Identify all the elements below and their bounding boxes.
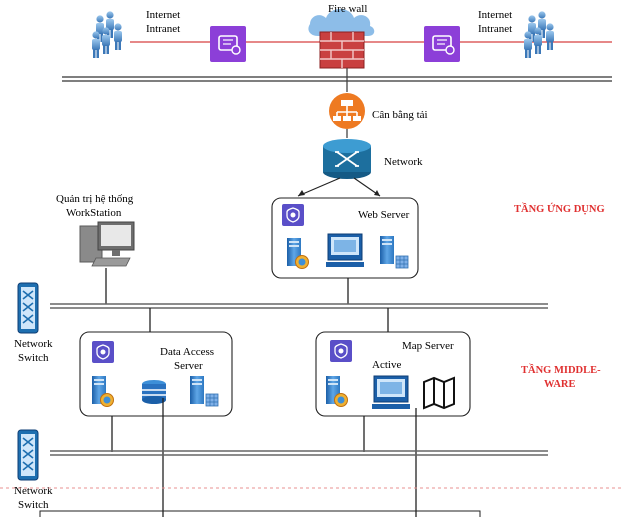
left-api-gateway-icon xyxy=(209,25,247,63)
map-monitor-icon xyxy=(371,375,411,410)
data-access-app-icon xyxy=(91,340,115,364)
right-clients-icon xyxy=(524,11,554,58)
tier-application-label: TẦNG ỨNG DỤNG xyxy=(514,202,605,215)
left-internet-label: Internet xyxy=(146,9,180,21)
web-monitor-icon xyxy=(325,233,365,268)
router-to-web-arrow-left xyxy=(297,177,341,197)
right-api-gateway-icon xyxy=(423,25,461,63)
network-router-icon xyxy=(323,139,371,179)
network-switch-1-icon xyxy=(17,282,39,334)
data-access-label-2: Server xyxy=(174,360,203,372)
map-active-label: Active xyxy=(372,359,401,371)
switch-2-network-label: Network xyxy=(14,485,53,497)
switch-1-switch-label: Switch xyxy=(18,352,49,364)
switch-1-network-label: Network xyxy=(14,338,53,350)
data-tier-box-partial xyxy=(39,510,481,517)
map-server-app-icon xyxy=(329,339,353,363)
map-server-label: Map Server xyxy=(402,340,454,352)
web-server-app-icon xyxy=(281,203,305,227)
data-access-db-server-icon xyxy=(190,376,204,404)
load-balancer-icon xyxy=(329,93,365,129)
right-intranet-label: Intranet xyxy=(478,23,512,35)
map-server-box xyxy=(315,331,471,417)
data-access-label-1: Data Access xyxy=(160,346,214,358)
web-db-server-icon xyxy=(380,236,394,264)
workstation-icon xyxy=(79,221,135,267)
firewall-label: Fire wall xyxy=(328,3,367,15)
network-switch-2-icon xyxy=(17,429,39,481)
tier-middleware-label-1: TẦNG MIDDLE- xyxy=(521,363,601,376)
map-icon xyxy=(423,376,455,410)
right-internet-label: Internet xyxy=(478,9,512,21)
admin-label: Quản trị hệ thống xyxy=(56,193,134,205)
left-intranet-label: Intranet xyxy=(146,23,180,35)
web-server-label: Web Server xyxy=(358,209,410,221)
workstation-label: WorkStation xyxy=(66,207,122,219)
left-clients-icon xyxy=(92,11,122,58)
firewall-icon xyxy=(308,9,375,69)
tier-middleware-label-2: WARE xyxy=(544,379,576,390)
switch-2-switch-label: Switch xyxy=(18,499,49,511)
load-balancer-label: Cân bằng tải xyxy=(372,109,428,121)
network-label: Network xyxy=(384,156,423,168)
